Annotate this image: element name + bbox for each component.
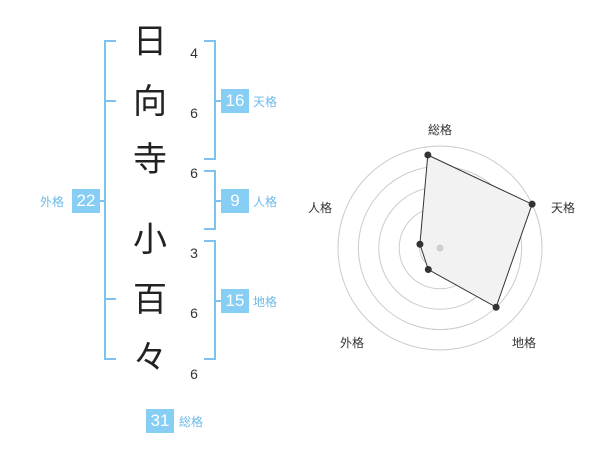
stroke-count-3: 6 [190,165,198,181]
stroke-count-5: 6 [190,305,198,321]
radar-point-1 [424,151,432,159]
gaikaku-label: 外格 [40,195,65,209]
radar-points [416,151,536,311]
soukaku-badge: 31 [146,409,174,433]
name-char-2: 向 [133,82,167,122]
name-char-5: 百 [133,280,167,320]
tenkaku-badge: 16 [221,89,249,113]
stroke-count-2: 6 [190,105,198,121]
radar-axis-label-chikaku: 地格 [511,336,536,350]
name-char-1: 日 [133,22,167,62]
chikaku-badge: 15 [221,289,249,313]
gaikaku-badge: 22 [72,189,100,213]
soukaku-label: 総格 [179,415,204,429]
tenkaku-label: 天格 [253,95,278,109]
stroke-count-1: 4 [190,45,198,61]
jinkaku-label: 人格 [253,195,278,209]
name-char-4: 小 [133,220,167,260]
radar-point-5 [416,240,424,248]
radar-axis-label-gaikaku: 外格 [339,336,364,350]
radar-axis-label-soukaku: 総格 [427,123,452,137]
name-char-3: 寺 [133,140,167,180]
radar-area [419,154,533,308]
name-char-6: 々 [133,338,167,378]
radar-point-4 [424,266,432,274]
radar-point-3 [492,303,500,311]
radar-axis-label-jinkaku: 人格 [307,201,332,215]
radar-point-2 [528,200,536,208]
stroke-count-4: 3 [190,245,198,261]
jinkaku-badge: 9 [221,189,249,213]
radar-axis-label-tenkaku: 天格 [550,201,575,215]
chikaku-label: 地格 [253,295,278,309]
radar-center [436,244,444,252]
radar-ring-5 [337,145,543,351]
stroke-count-6: 6 [190,366,198,382]
